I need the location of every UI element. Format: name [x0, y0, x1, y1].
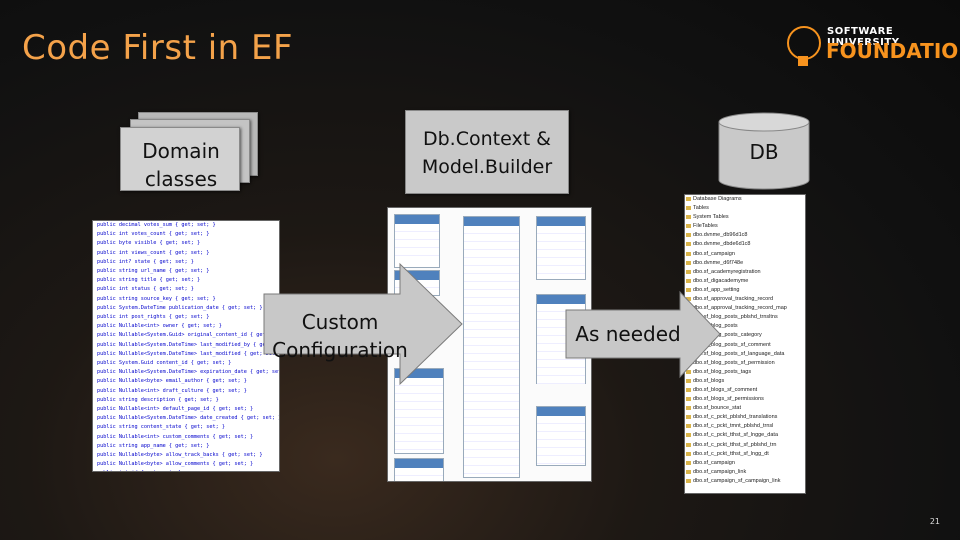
code-line: public Nullable<System.DateTime> expirat… [97, 369, 280, 376]
domain-classes-label: Domain classes [142, 139, 220, 191]
custom-configuration-arrow [263, 262, 463, 386]
code-line: public string source_key { get; set; } [97, 295, 216, 302]
dbcontext-label: Db.Context & Model.Builder [421, 128, 553, 178]
code-line: public Nullable<System.DateTime> date_cr… [97, 415, 280, 422]
code-line: public string description { get; set; } [97, 396, 219, 403]
code-line: public string app_name { get; set; } [97, 442, 210, 449]
page-sheet [120, 127, 240, 191]
code-line: public Nullable<byte> allow_track_backs … [97, 452, 263, 459]
tree-item: dbo.sf_c_pckt_tthst_sf_lngg_dt [685, 450, 805, 459]
tree-item: dbo.sf_campaign_link [685, 468, 805, 477]
code-line: public int votes_count { get; set; } [97, 231, 210, 238]
entity-box [394, 214, 440, 268]
entity-box [394, 458, 444, 481]
tree-item: dbo.sf_c_pckt_tmnt_pblshd_trnsl [685, 422, 805, 431]
code-line: public Nullable<System.Guid> original_co… [97, 332, 280, 339]
code-line: public Nullable<System.DateTime> last_mo… [97, 350, 280, 357]
tree-item: dbo.sf_c_pckt_tthst_sf_lngge_data [685, 431, 805, 440]
logo-line1: SOFTWARE UNIVERSITY [827, 26, 900, 48]
slide-title: Code First in EF [22, 28, 294, 68]
code-line: public System.Guid content_id { get; set… [97, 360, 232, 367]
code-line: public string url_name { get; set; } [97, 268, 210, 275]
tree-item: dbo.sf_app_setting [685, 286, 805, 295]
entity-box [536, 406, 586, 466]
code-line: public byte visible { get; set; } [97, 240, 201, 247]
code-line: public string content_state { get; set; … [97, 424, 226, 431]
tree-item: dbo.dvnme_db96d1c8 [685, 231, 805, 240]
tree-item: FileTables [685, 222, 805, 231]
dbcontext-box: Db.Context & Model.Builder [405, 110, 569, 194]
lightbulb-icon [787, 26, 821, 66]
tree-item: dbo.sf_digacademyme [685, 277, 805, 286]
code-line: public decimal votes_sum { get; set; } [97, 222, 216, 228]
database-cylinder: DB [718, 112, 810, 190]
code-screenshot: public decimal votes_sum { get; set; } p… [92, 220, 280, 472]
code-line: public string title { get; set; } [97, 277, 201, 284]
tree-item: Database Diagrams [685, 195, 805, 204]
as-needed-arrow [565, 290, 721, 379]
tree-item: dbo.sf_blogs_sf_permissions [685, 395, 805, 404]
code-line: public int status { get; set; } [97, 286, 194, 293]
tree-item: dbo.sf_academyregistration [685, 268, 805, 277]
tree-item: System Tables [685, 213, 805, 222]
code-line: public int id { get; set; } [93, 469, 279, 471]
code-line: public int post_rights { get; set; } [97, 314, 210, 321]
page-number: 21 [929, 517, 940, 526]
database-icon [718, 112, 810, 190]
tree-item: dbo.sf_campaign [685, 250, 805, 259]
tree-item: Tables [685, 204, 805, 213]
tree-item: dbo.sf_c_pckt_tthst_sf_pblshd_trn [685, 441, 805, 450]
tree-item: dbo.sf_c_pckt_pblshd_translations [685, 413, 805, 422]
tree-item: dbo.sf_blogs [685, 377, 805, 386]
tree-item: dbo.sf_bounce_stat [685, 404, 805, 413]
db-label: DB [749, 140, 779, 164]
tree-item: dbo.sf_blogs_sf_comment [685, 386, 805, 395]
tree-item: dbo.dvnme_d6f748e [685, 259, 805, 268]
code-line: public Nullable<byte> email_author { get… [97, 378, 247, 385]
tree-item: dbo.sf_blog_posts_tags [685, 368, 805, 377]
tree-item: dbo.sf_campaign [685, 459, 805, 468]
code-line: public Nullable<System.DateTime> last_mo… [97, 341, 280, 348]
code-line: public int views_count { get; set; } [97, 249, 210, 256]
code-line: public Nullable<byte> allow_comments { g… [97, 461, 254, 468]
code-line: public Nullable<int> custom_comments { g… [97, 433, 254, 440]
entity-box [536, 216, 586, 280]
code-line: public Nullable<int> draft_culture { get… [97, 387, 247, 394]
entity-box [463, 216, 520, 478]
code-line: public int? state { get; set; } [97, 258, 194, 265]
logo-line2: FOUNDATION [826, 39, 960, 63]
code-line: public System.DateTime publication_date … [97, 304, 263, 311]
custom-configuration-label: Custom Configuration [272, 310, 408, 362]
tree-item: dbo.sf_approval_tracking_record [685, 295, 805, 304]
tree-item: dbo.sf_campaign_sf_campaign_link [685, 477, 805, 486]
code-line: public Nullable<int> owner { get; set; } [97, 323, 222, 330]
as-needed-label: As needed [575, 322, 681, 346]
foundation-logo: SOFTWARE UNIVERSITY FOUNDATION [775, 18, 960, 73]
tree-item: dbo.dvnme_dbde6d1c8 [685, 240, 805, 249]
code-line: public Nullable<int> default_page_id { g… [97, 406, 254, 413]
domain-classes-stack: Domain classes [120, 112, 265, 192]
